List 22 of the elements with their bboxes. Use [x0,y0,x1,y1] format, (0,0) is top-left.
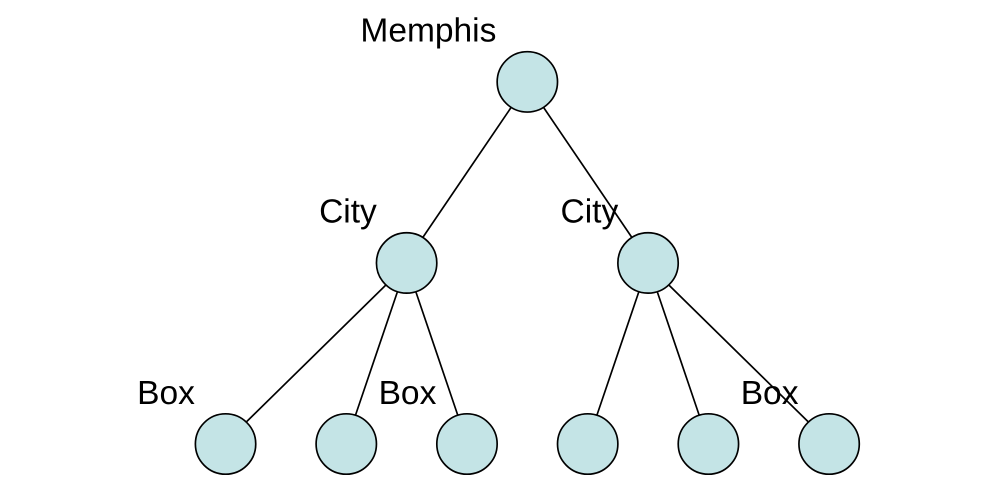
node-label: Memphis [360,12,496,50]
node-label: Box [378,374,436,412]
node-label: City [318,194,376,231]
node-circle [556,413,618,476]
node-circle [798,413,860,476]
node-circle [496,50,558,113]
connector [354,292,398,416]
node-circle [435,413,498,476]
connector [422,107,512,238]
node-circle [375,232,438,294]
connector [542,107,632,238]
connector [414,292,458,416]
connector [246,284,386,422]
node-circle [314,413,377,476]
node-circle [194,413,256,476]
node-label: Box [136,374,194,412]
node-label: City [560,194,618,231]
connector [596,292,639,416]
node-circle [676,413,739,476]
connector [656,292,700,416]
node-circle [616,232,679,294]
connector [668,284,808,422]
